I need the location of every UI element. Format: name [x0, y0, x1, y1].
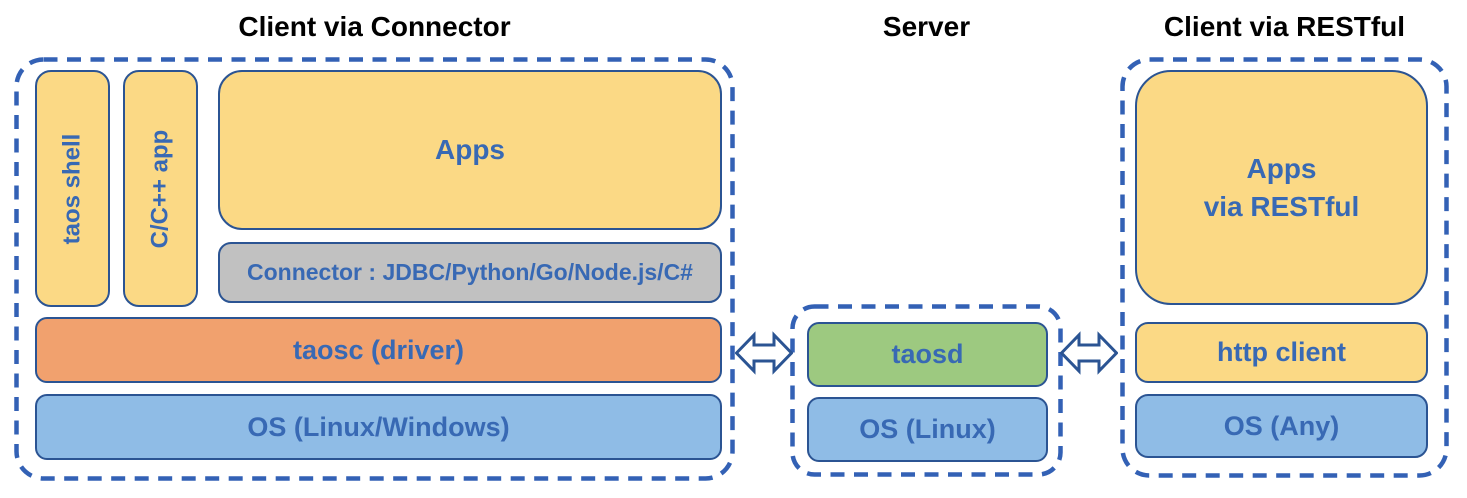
os-any-box: OS (Any) — [1135, 394, 1428, 458]
os-any-label: OS (Any) — [1223, 410, 1340, 441]
apps-via-restful-box: Apps via RESTful — [1135, 70, 1428, 305]
section-title-server: Server — [882, 11, 971, 42]
os-linux-windows-label: OS (Linux/Windows) — [247, 411, 510, 442]
apps-box: Apps — [218, 70, 722, 230]
apps-via-restful-label-line1: Apps — [1246, 152, 1317, 184]
cpp-app-label: C/C++ app — [146, 129, 174, 248]
http-client-box: http client — [1135, 322, 1428, 383]
taosd-box: taosd — [807, 322, 1048, 387]
bidirectional-arrow-icon-left — [735, 331, 793, 375]
cpp-app-box: C/C++ app — [123, 70, 198, 307]
os-linux-windows-box: OS (Linux/Windows) — [35, 394, 722, 460]
taos-shell-box: taos shell — [35, 70, 110, 307]
apps-via-restful-label-line2: via RESTful — [1203, 190, 1360, 222]
taosc-driver-box: taosc (driver) — [35, 317, 722, 383]
section-title-client-via-connector: Client via Connector — [238, 11, 511, 42]
taos-shell-label: taos shell — [58, 133, 86, 244]
client-via-connector-section: taos shell C/C++ app Apps Connector : JD… — [14, 57, 735, 481]
apps-label: Apps — [435, 134, 505, 165]
connector-label: Connector : JDBC/Python/Go/Node.js/C# — [247, 259, 693, 285]
connector-box: Connector : JDBC/Python/Go/Node.js/C# — [218, 242, 722, 303]
os-linux-box: OS (Linux) — [807, 397, 1048, 462]
os-linux-label: OS (Linux) — [859, 414, 996, 444]
client-via-restful-section: Apps via RESTful http client OS (Any) — [1120, 57, 1449, 478]
taosc-driver-label: taosc (driver) — [292, 334, 465, 365]
taosd-label: taosd — [891, 339, 964, 369]
bidirectional-arrow-icon-right — [1060, 331, 1118, 375]
section-title-client-via-restful: Client via RESTful — [1163, 11, 1406, 42]
server-section: taosd OS (Linux) — [790, 304, 1063, 477]
http-client-label: http client — [1217, 337, 1346, 367]
